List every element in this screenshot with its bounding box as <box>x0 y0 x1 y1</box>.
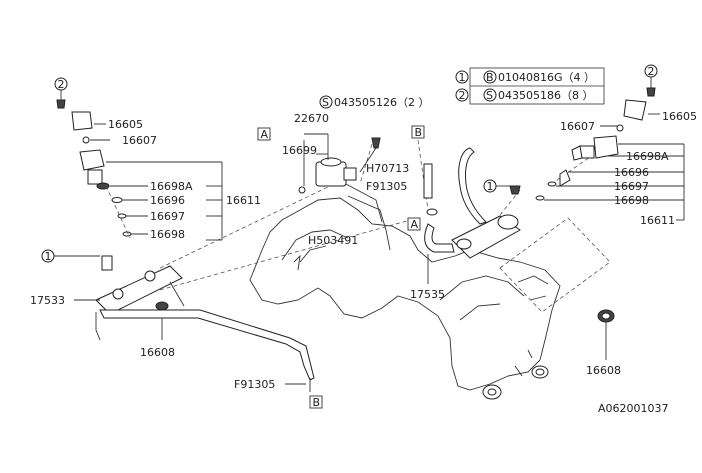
injector-nozzle <box>87 169 103 185</box>
fuel-pipe <box>99 309 315 381</box>
guide-line-b <box>159 219 411 291</box>
right-injector-body <box>593 135 619 159</box>
label-22670: 22670 <box>294 112 329 125</box>
label-16611-left: 16611 <box>226 194 261 207</box>
label-16605-left: 16605 <box>108 118 143 131</box>
label-16698-right: 16698 <box>614 194 649 207</box>
legend-code-1: B <box>486 71 494 84</box>
label-16607-left: 16607 <box>122 134 157 147</box>
label-16697-right: 16697 <box>614 180 649 193</box>
right-fuel-rail: 1 <box>451 179 615 360</box>
label-F91305-top: F91305 <box>366 180 407 193</box>
left-injector-assembly: 2 <box>54 77 223 241</box>
label-16608-left: 16608 <box>140 346 175 359</box>
label-16698A-left: 16698A <box>150 180 193 193</box>
relation-box-right <box>499 217 611 313</box>
regulator-port <box>343 167 357 181</box>
ref-box-B-bottom: B <box>309 395 323 409</box>
ref-box-A-center: A <box>407 217 421 231</box>
callout-2-left-top-label: 2 <box>58 78 65 91</box>
legend-callout-1 <box>455 70 469 84</box>
label-17535: 17535 <box>410 288 445 301</box>
right-injector-assembly: 2 <box>535 64 685 221</box>
ring-16698 <box>122 231 132 237</box>
gasket-16699 <box>298 186 306 194</box>
callout-1-right-label: 1 <box>487 180 494 193</box>
intake-manifold <box>249 197 561 400</box>
screw-icon <box>56 99 66 109</box>
legend-value-1: 01040816G（4 ） <box>498 71 595 84</box>
right-injector-cap <box>623 99 647 121</box>
bolt-right <box>509 185 521 195</box>
legend-num-1: 1 <box>459 71 466 84</box>
callout-1-left-label: 1 <box>45 250 52 263</box>
label-16698A-right: 16698A <box>626 150 669 163</box>
diagram-id: A062001037 <box>598 402 669 415</box>
left-fuel-rail: 1 <box>41 249 315 392</box>
hose-upper <box>458 147 487 225</box>
legend-value-2: 043505186（8 ） <box>498 89 593 102</box>
callout-2-right-top-label: 2 <box>648 65 655 78</box>
guide-line-a <box>159 185 331 269</box>
label-16608-right: 16608 <box>586 364 621 377</box>
o-ring-16608-left <box>155 301 169 311</box>
legend-callout-2 <box>455 88 469 102</box>
label-H70713: H70713 <box>366 162 409 175</box>
screw-note-code: S <box>322 96 329 109</box>
right-ring-16697 <box>547 181 557 187</box>
ref-A-center-label: A <box>411 218 419 231</box>
label-16605-right: 16605 <box>662 110 697 123</box>
regulator-screw <box>371 137 381 149</box>
screw-note-value: 043505126（2 ） <box>334 96 429 109</box>
screw-note: S 043505126（2 ） <box>319 95 429 109</box>
label-F91305-bottom: F91305 <box>234 378 275 391</box>
pressure-regulator-assembly <box>298 133 391 251</box>
guide-line-f <box>499 189 521 216</box>
bolt-left <box>101 255 113 271</box>
hose-lower <box>424 223 455 253</box>
label-17533: 17533 <box>30 294 65 307</box>
ref-B-top-label: B <box>415 126 423 139</box>
fastener-legend: 1 B 01040816G（4 ） 2 S 043505186（8 ） <box>455 67 605 105</box>
label-16696-left: 16696 <box>150 194 185 207</box>
label-16696-right: 16696 <box>614 166 649 179</box>
hose-H70713 <box>423 163 433 199</box>
clamp-F91305-right <box>426 208 438 216</box>
label-16607-right: 16607 <box>560 120 595 133</box>
injector-seal <box>96 182 110 190</box>
fuel-rail-body <box>95 265 183 315</box>
label-16698-left: 16698 <box>150 228 185 241</box>
right-spacer-16696 <box>559 169 571 187</box>
o-ring-top <box>82 136 90 144</box>
label-H503491: H503491 <box>308 234 358 247</box>
label-16611-right: 16611 <box>640 214 675 227</box>
legend-num-2: 2 <box>459 89 466 102</box>
injector-body <box>79 149 105 171</box>
legend-code-2: S <box>486 89 493 102</box>
injector-cap <box>71 111 93 131</box>
ref-box-A-top: A <box>257 127 271 141</box>
ref-B-bottom-label: B <box>313 396 321 409</box>
label-16697-left: 16697 <box>150 210 185 223</box>
right-hoses <box>423 147 487 284</box>
right-ring-16698 <box>535 195 545 201</box>
ref-A-top-label: A <box>261 128 269 141</box>
label-16699: 16699 <box>282 144 317 157</box>
ref-box-B-top: B <box>411 125 425 139</box>
